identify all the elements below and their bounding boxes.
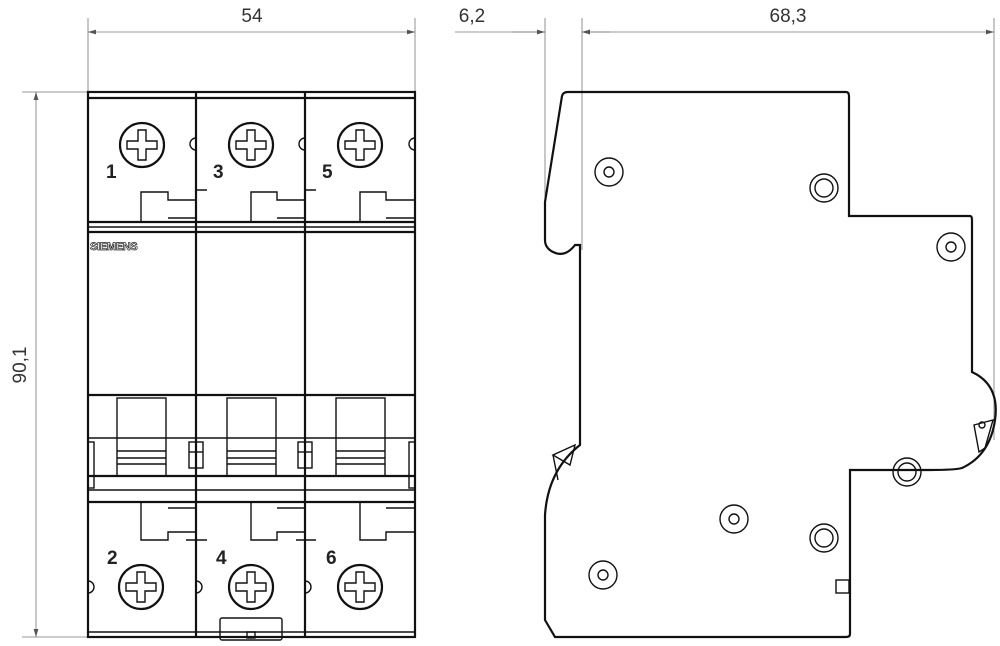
front-view: SIEMENS 1 3 5 [86, 90, 417, 641]
terminal-screw-icon [336, 563, 384, 611]
dimension-rail-offset: 6,2 [455, 6, 610, 250]
dimension-width: 54 [87, 6, 416, 92]
width-label: 54 [241, 6, 263, 27]
terminal-screw-icon [118, 121, 166, 169]
din-latch [219, 617, 283, 641]
terminal-label-3: 3 [213, 162, 224, 183]
top-terminals: 1 3 5 [106, 121, 416, 222]
rail-offset-label: 6,2 [459, 6, 485, 27]
terminal-label-4: 4 [216, 548, 227, 569]
terminal-screw-icon [227, 563, 275, 611]
dimension-height: 90,1 [10, 91, 88, 638]
terminal-label-2: 2 [107, 548, 118, 569]
dimension-depth: 68,3 [582, 6, 995, 440]
bottom-terminals: 2 4 6 [87, 502, 415, 611]
siemens-logo: SIEMENS [90, 241, 137, 253]
terminal-label-1: 1 [106, 162, 117, 183]
terminal-label-5: 5 [322, 162, 333, 183]
handle-windows [87, 397, 416, 489]
terminal-label-6: 6 [326, 548, 337, 569]
rivet-icons [588, 157, 966, 590]
terminal-screw-icon [336, 121, 384, 169]
depth-label: 68,3 [770, 6, 807, 27]
side-view [543, 90, 997, 639]
terminal-screw-icon [227, 121, 275, 169]
height-label: 90,1 [10, 347, 31, 384]
terminal-screw-icon [117, 563, 165, 611]
